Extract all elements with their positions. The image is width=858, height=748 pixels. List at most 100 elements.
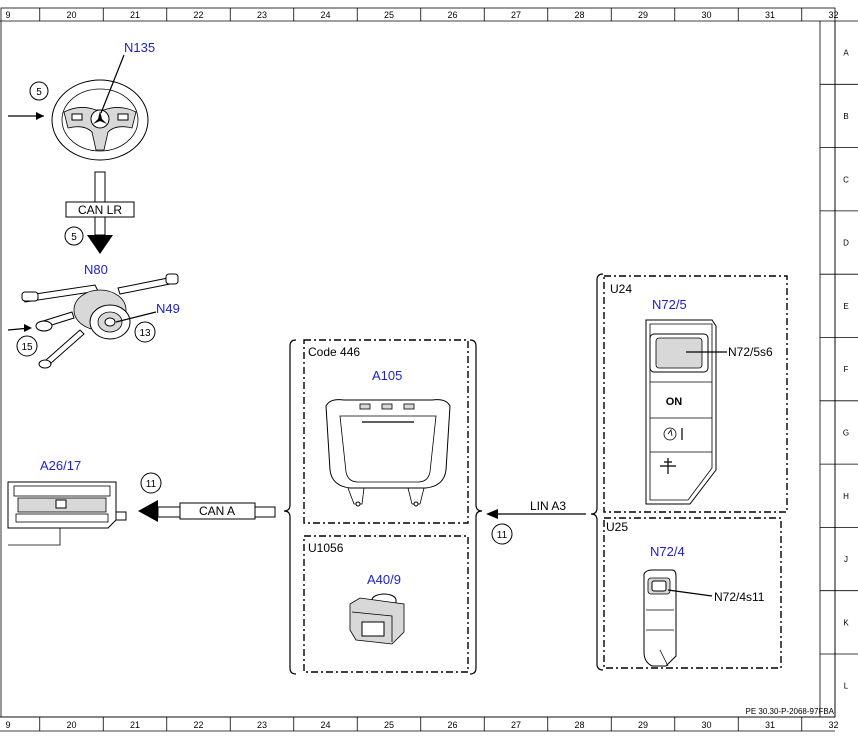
row-label: G [843, 428, 849, 437]
code-446-label: Code 446 [308, 345, 360, 359]
column-label: 26 [447, 720, 457, 730]
can-lr-bus-lower [94, 216, 106, 236]
row-label: D [843, 239, 849, 248]
label-n72-4s11: N72/4s11 [714, 590, 765, 604]
left-brace [283, 339, 297, 675]
n135-leader [100, 54, 125, 114]
row-ruler: A B C D E F G H J K L [820, 49, 858, 691]
column-label: 32 [828, 10, 838, 20]
column-ruler: 9 9 20 20 21 21 22 22 23 23 24 24 25 25 26 26 27 27 28 28 29… [5, 8, 839, 731]
switch-panel-n72-5-illustration [645, 319, 717, 505]
row-label: C [843, 175, 849, 184]
can-a-bus-left [157, 506, 181, 518]
can-lr-bus-upper [94, 171, 106, 203]
head-unit-illustration [7, 481, 127, 546]
marker-15 [16, 335, 38, 357]
column-label: 26 [447, 10, 457, 20]
column-label: 31 [765, 720, 775, 730]
label-n80: N80 [84, 262, 108, 277]
right-brace [469, 339, 483, 675]
column-label: 20 [66, 10, 76, 20]
u1056-label: U1056 [308, 541, 344, 555]
lin-a3-label: LIN A3 [530, 499, 566, 513]
label-a26-17: A26/17 [40, 458, 81, 473]
label-n72-4: N72/4 [650, 544, 685, 559]
row-label: F [844, 365, 849, 374]
column-label: 30 [701, 10, 711, 20]
u24-label: U24 [610, 282, 632, 296]
label-n72-5s6: N72/5s6 [728, 345, 773, 359]
column-label: 9 [5, 10, 10, 20]
document-reference: PE 30.30-P-2068-97FBA [746, 707, 835, 716]
marker-5-can-text: 5 [71, 232, 77, 243]
column-label: 32 [828, 720, 838, 730]
column-label: 22 [193, 10, 203, 20]
column-label: 21 [130, 720, 140, 730]
row-label: A [843, 49, 849, 58]
column-label: 24 [320, 720, 330, 730]
wheel-input-arrowhead [36, 112, 44, 120]
column-label: 29 [638, 720, 648, 730]
row-label: B [843, 112, 848, 121]
label-n135: N135 [124, 40, 155, 55]
marker-15-text: 15 [21, 342, 33, 353]
column-label: 24 [320, 10, 330, 20]
marker-5-top-text: 5 [36, 87, 42, 98]
label-a40-9: A40/9 [367, 572, 401, 587]
column-label: 28 [574, 720, 584, 730]
u25-group [603, 517, 782, 669]
lin-a3-arrowhead [486, 509, 498, 519]
column-label: 29 [638, 10, 648, 20]
n72-4s11-leader [667, 589, 713, 597]
code-446-group [303, 339, 469, 524]
column-label: 20 [66, 720, 76, 730]
label-n72-5: N72/5 [652, 297, 687, 312]
steering-wheel-illustration [51, 79, 149, 161]
column-label: 23 [257, 720, 267, 730]
switch-group-brace [590, 273, 604, 671]
column-label: 25 [384, 720, 394, 730]
marker-5-can [64, 226, 84, 246]
row-label: H [843, 492, 849, 501]
n49-leader [115, 311, 157, 323]
marker-11-right-text: 11 [497, 530, 508, 541]
can-a-arrowhead [138, 500, 158, 522]
marker-11-left [140, 472, 162, 494]
column-label: 21 [130, 10, 140, 20]
label-n49: N49 [156, 301, 180, 316]
marker-11-left-text: 11 [146, 479, 157, 490]
marker-13 [134, 321, 156, 343]
switch-n72-4-illustration [643, 569, 677, 667]
u1056-group [303, 535, 469, 673]
overhead-control-panel-illustration [325, 399, 451, 507]
marker-13-text: 13 [139, 328, 151, 339]
u24-group [603, 275, 788, 513]
switch-on-label: ON [666, 396, 683, 408]
controller-knob-illustration [349, 593, 405, 645]
column-label: 30 [701, 720, 711, 730]
row-label: J [844, 555, 848, 564]
n80-input-arrowhead [24, 324, 32, 332]
column-label: 28 [574, 10, 584, 20]
column-label: 31 [765, 10, 775, 20]
u25-label: U25 [606, 520, 628, 534]
row-label: L [844, 682, 849, 691]
column-label: 23 [257, 10, 267, 20]
can-a-bus-right [254, 506, 276, 518]
label-a105: A105 [372, 368, 402, 383]
row-label: K [843, 618, 849, 627]
can-lr-arrowhead [87, 235, 113, 254]
column-label: 9 [5, 720, 10, 730]
marker-5-top [29, 81, 49, 101]
column-label: 27 [511, 10, 521, 20]
marker-11-right [491, 523, 513, 545]
column-label: 22 [193, 720, 203, 730]
steering-column-module-illustration [21, 273, 179, 369]
can-lr-label: CAN LR [78, 203, 122, 217]
column-label: 27 [511, 720, 521, 730]
column-label: 25 [384, 10, 394, 20]
row-label: E [843, 302, 848, 311]
can-a-label: CAN A [199, 504, 235, 518]
